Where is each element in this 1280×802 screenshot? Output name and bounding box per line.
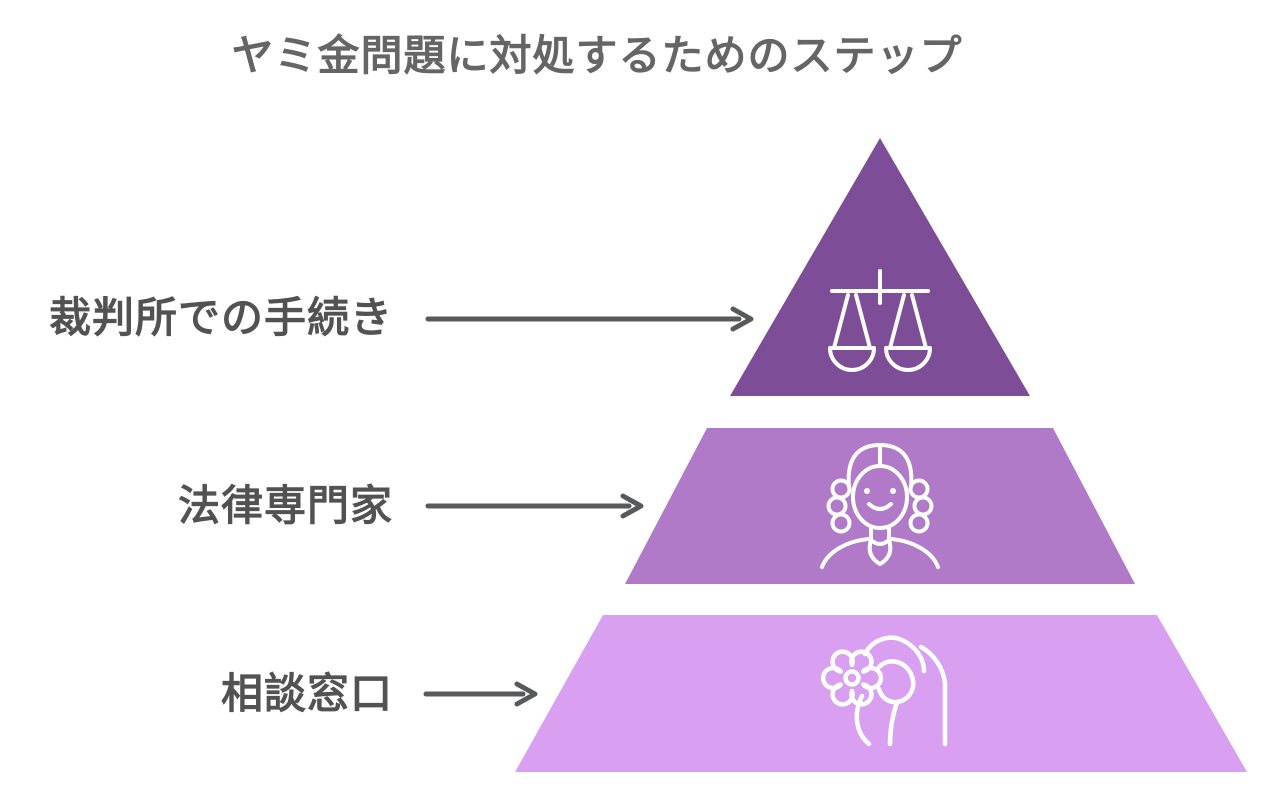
diagram-title: ヤミ金問題に対処するためのステップ (231, 32, 963, 79)
tier-3-arrowhead-icon (514, 681, 538, 707)
tier-3-arrow (423, 681, 538, 707)
hand-holding-flower-icon (820, 635, 948, 747)
pyramid-tier-2-shape (625, 428, 1135, 584)
tier-2-label: 法律専門家 (177, 482, 393, 529)
pyramid-tier-1-shape (730, 138, 1030, 396)
tier-1-arrow (425, 306, 754, 332)
tier-2-arrowhead-icon (620, 493, 644, 519)
tier-1-label: 裁判所での手続き (48, 294, 393, 341)
tier-1-arrowhead-icon (730, 306, 754, 332)
tier-2-arrow (425, 493, 644, 519)
judge-person-icon (820, 443, 940, 569)
tier-3-label: 相談窓口 (220, 670, 393, 717)
scales-of-justice-icon (828, 269, 932, 372)
